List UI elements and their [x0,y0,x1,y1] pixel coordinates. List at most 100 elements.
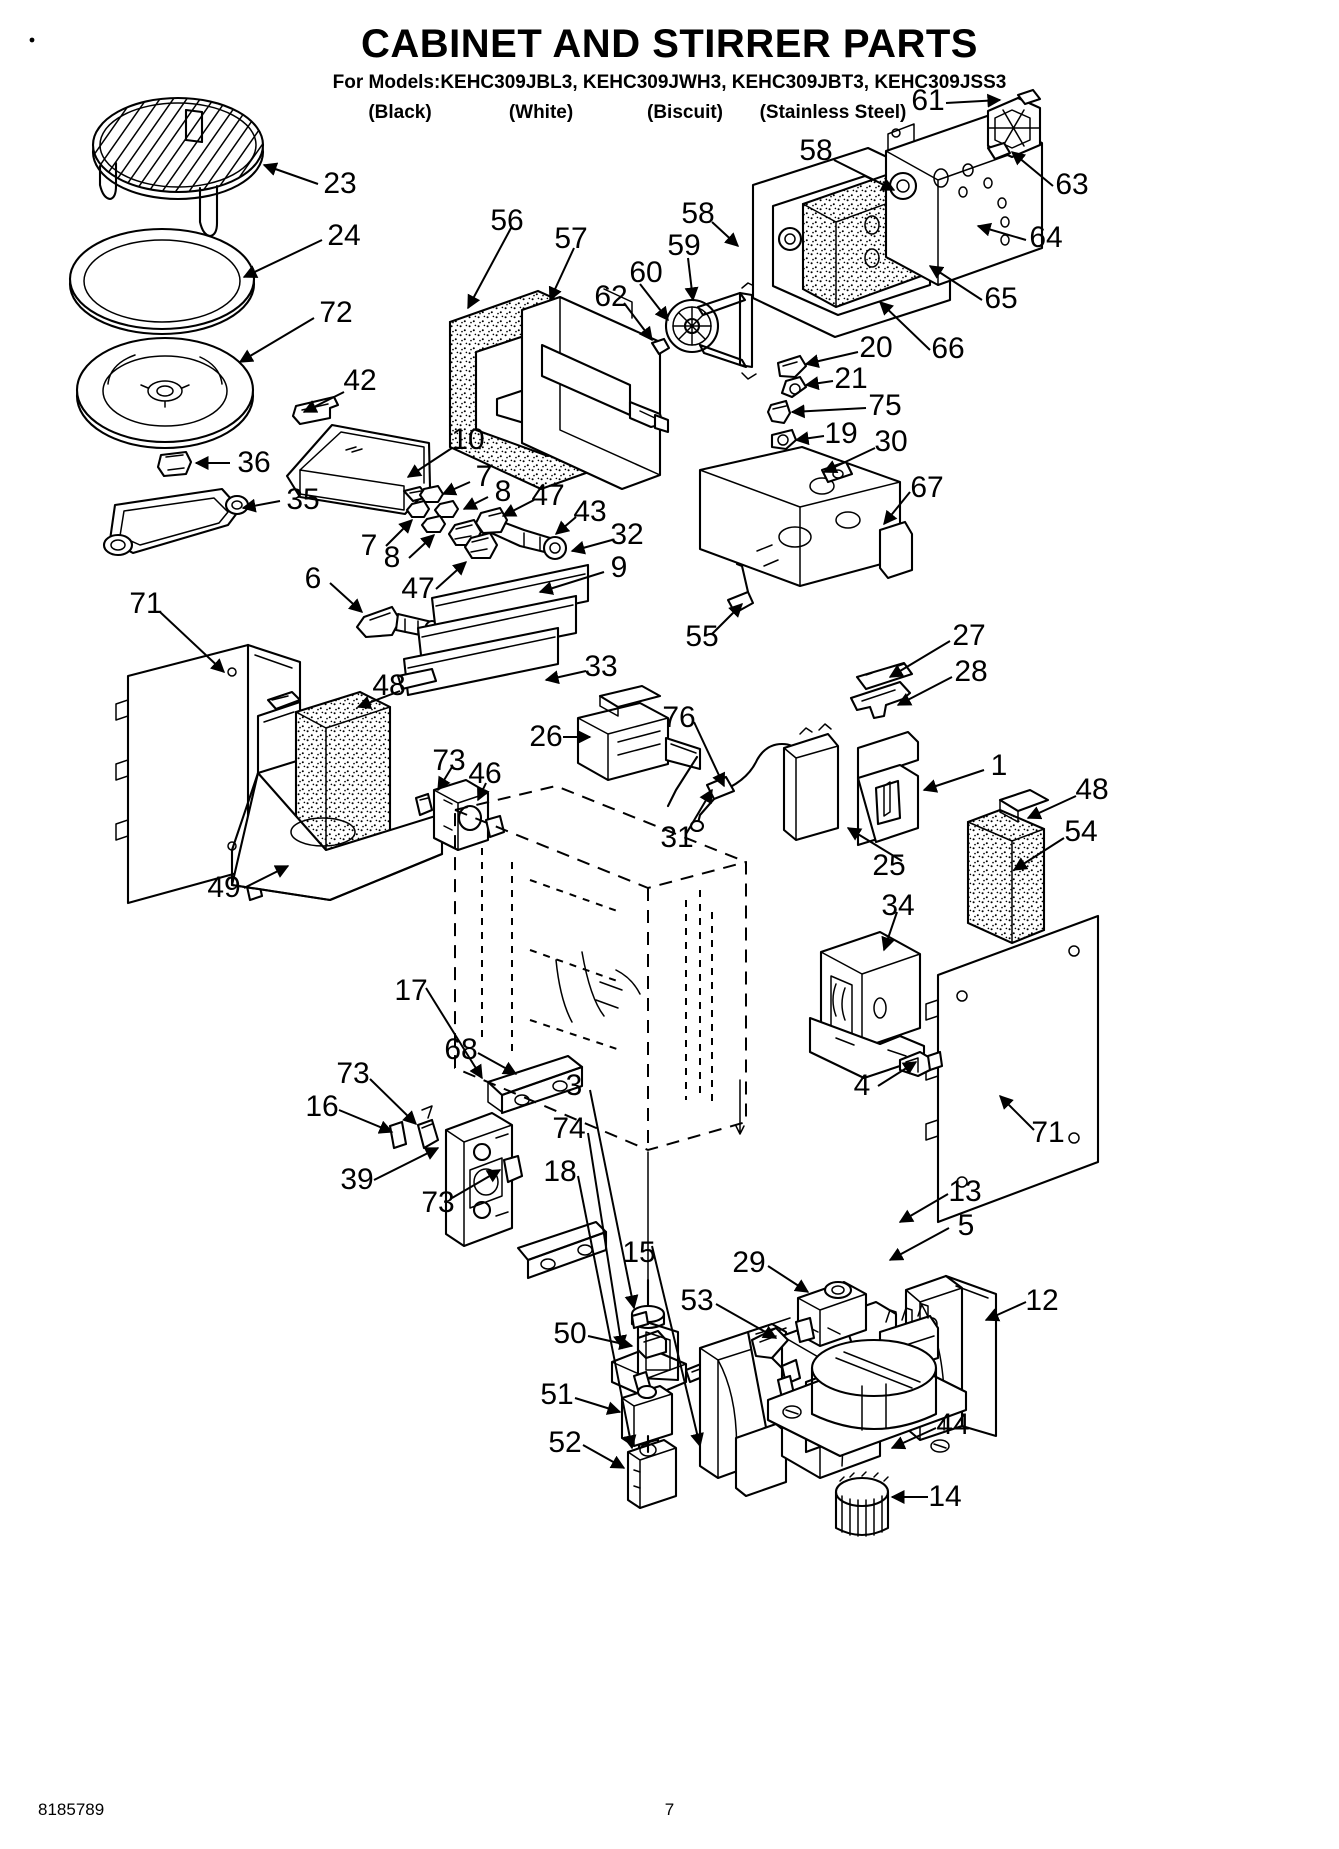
part-plate-68 [516,1220,608,1280]
part-duct-5 [757,1300,898,1480]
color-label-2: (Biscuit) [647,102,723,123]
callout-63-42: 63 [1055,168,1089,201]
callout-58-36: 58 [681,197,715,230]
callout-7-9: 7 [360,529,378,562]
part-switch-assembly [388,1105,524,1248]
callout-43-13: 43 [573,495,607,528]
callout-15-33: 15 [622,1236,656,1269]
callout-32-14: 32 [610,518,644,551]
callout-73-22: 73 [432,744,466,777]
callout-31-56: 31 [660,821,694,854]
callout-65-44: 65 [984,282,1018,315]
callout-36-4: 36 [237,446,271,479]
part-fuse-assembly [849,661,914,720]
part-glass-tray [68,227,256,336]
part-turntable-support [102,487,250,557]
callout-17-24: 17 [394,974,428,1007]
callout-71-19: 71 [129,587,163,620]
color-label-0: (Black) [368,102,432,123]
part-connector-13 [878,1303,940,1376]
callout-8-8: 8 [494,475,512,508]
part-control-panel-front [751,146,952,339]
callout-27-53: 27 [952,619,986,652]
callout-42-3: 42 [343,364,377,397]
callout-16-27: 16 [305,1090,339,1123]
callout-10-6: 10 [451,423,485,456]
part-latch-46 [414,778,506,852]
part-lamp-socket [620,1310,680,1510]
callout-51-70: 51 [540,1378,574,1411]
callout-75-48: 75 [868,389,902,422]
part-lamp-left [355,605,441,641]
callout-35-5: 35 [286,483,320,516]
callout-20-46: 20 [859,331,893,364]
callout-53-68: 53 [680,1284,714,1317]
callout-54-60: 54 [1064,815,1098,848]
callout-56-34: 56 [490,204,524,237]
callout-61-41: 61 [911,84,945,117]
callout-5-65: 5 [957,1209,975,1242]
callout-26-18: 26 [529,720,563,753]
callout-47-11: 47 [531,479,565,512]
color-label-3: (Stainless Steel) [759,102,907,123]
callout-28-54: 28 [954,655,988,688]
part-switch-29 [794,1280,868,1348]
part-transformer [808,930,926,1080]
part-door-outer [520,295,670,491]
callout-12-66: 12 [1025,1284,1059,1317]
part-lamp-assembly [474,506,568,561]
callout-57-35: 57 [554,222,588,255]
callout-48-20: 48 [372,669,406,702]
callout-4-62: 4 [853,1069,871,1102]
color-labels-row: (Black) (White) (Biscuit) (Stainless Steel) [0,102,1339,128]
part-duct-15 [698,1322,788,1498]
callout-23-0: 23 [323,167,357,200]
part-fan-blade [834,1471,890,1537]
callout-55-52: 55 [685,620,719,653]
callout-60-38: 60 [629,256,663,289]
callout-19-49: 19 [824,417,858,450]
callout-34-61: 34 [881,889,915,922]
callout-64-43: 64 [1029,221,1063,254]
part-hardware-78 [405,484,499,560]
callout-33-17: 33 [584,650,618,683]
callout-50-69: 50 [553,1317,587,1350]
callout-7-7: 7 [475,460,493,493]
part-side-panel-left [115,643,302,905]
part-screw-4 [898,1050,944,1078]
callout-18-32: 18 [543,1155,577,1188]
color-label-1: (White) [508,102,574,123]
callout-76-55: 76 [662,701,696,734]
part-bracket-1 [856,730,920,847]
callout-58-40: 58 [799,134,833,167]
model-numbers-line: For Models:KEHC309JBL3, KEHC309JWH3, KEH… [332,72,1007,93]
part-insulation-48 [966,788,1050,945]
document-number: 8185789 [38,1800,105,1819]
callout-14-73: 14 [928,1480,962,1513]
callout-49-21: 49 [207,871,241,904]
callout-73-26: 73 [336,1057,370,1090]
part-hardware-20-19 [766,354,808,451]
page-title: CABINET AND STIRRER PARTS [361,22,978,66]
callout-62-39: 62 [594,280,628,313]
callout-3-30: 3 [565,1069,583,1102]
callout-1-57: 1 [990,749,1008,782]
callout-21-47: 21 [834,362,868,395]
part-control-board [884,113,1044,287]
callout-47-12: 47 [401,572,435,605]
callout-24-1: 24 [327,219,361,252]
callout-8-10: 8 [383,541,401,574]
callout-13-64: 13 [948,1175,982,1208]
callout-30-50: 30 [874,425,908,458]
part-control-insulation [801,171,926,309]
callout-68-25: 68 [444,1033,478,1066]
part-stirrer [650,282,757,380]
callout-46-23: 46 [468,757,502,790]
callout-59-37: 59 [667,229,701,262]
part-cavity-outline [454,784,747,1283]
callout-29-67: 29 [732,1246,766,1279]
callout-44-72: 44 [936,1408,970,1441]
callout-52-71: 52 [548,1426,582,1459]
part-turntable [75,336,255,450]
